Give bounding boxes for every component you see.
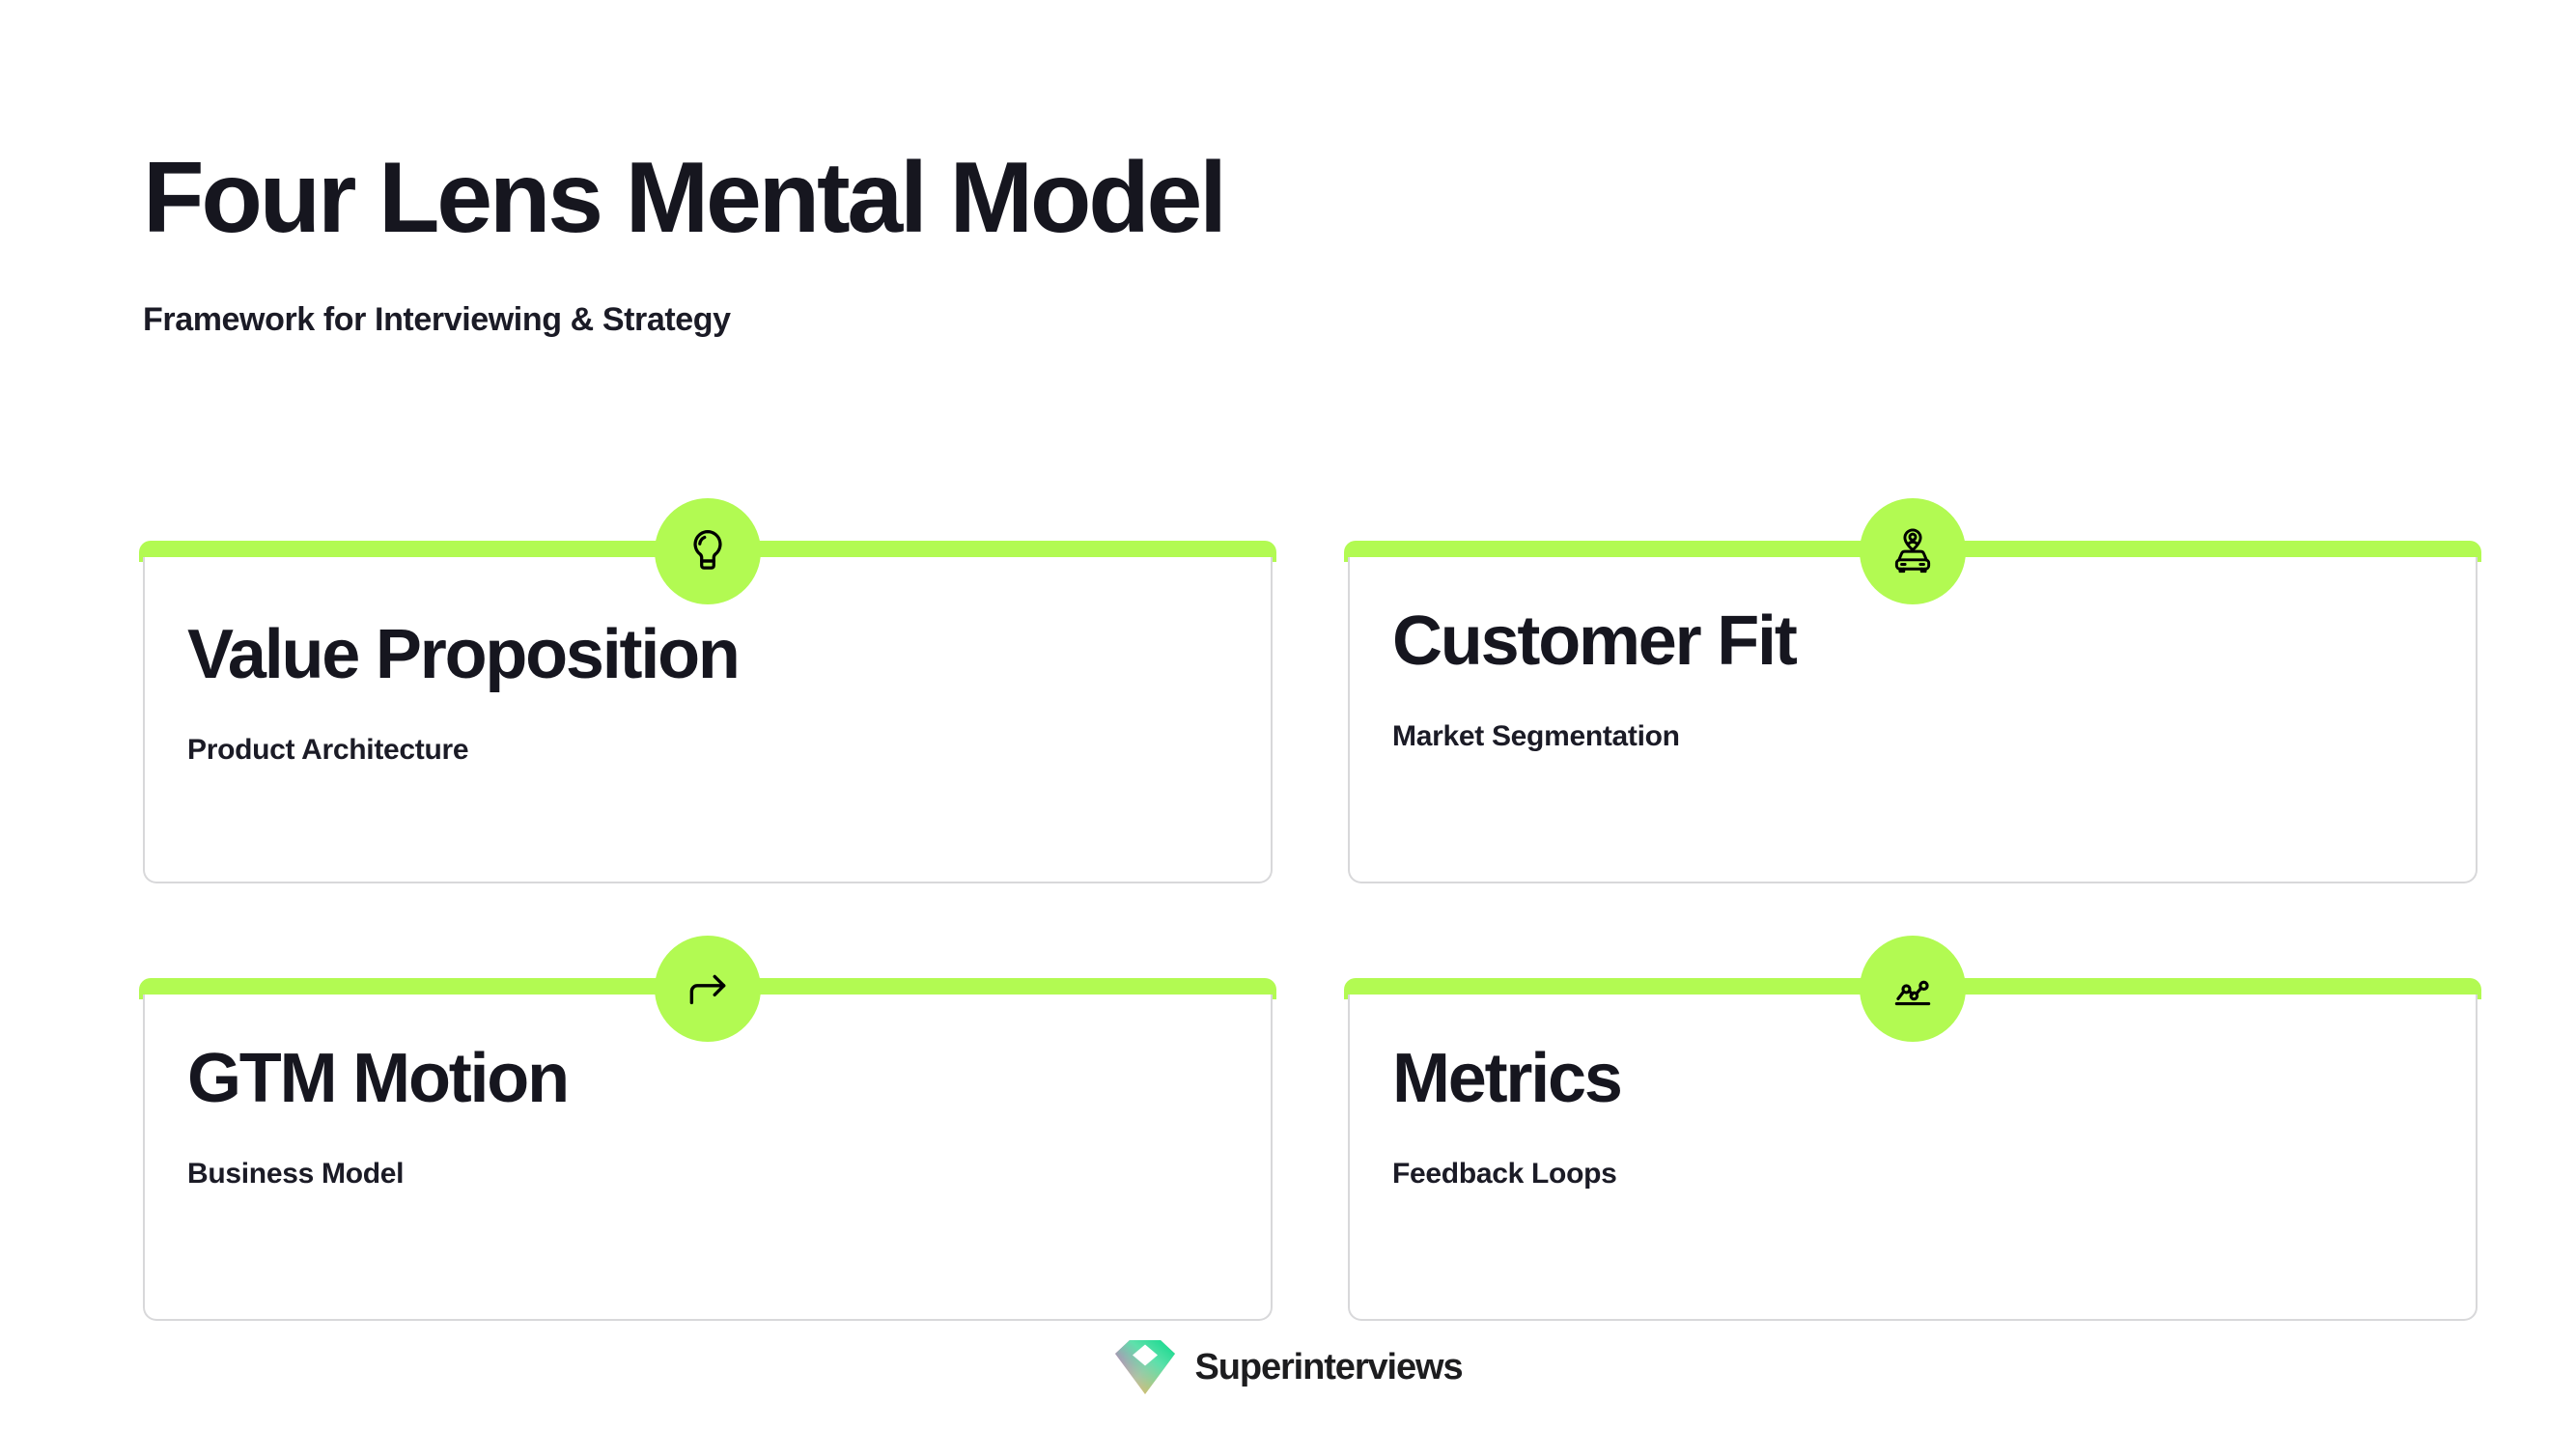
card-text: GTM Motion Business Model xyxy=(187,1044,1234,1191)
card-body xyxy=(143,995,1273,1321)
card-title: Customer Fit xyxy=(1392,602,1798,680)
card-body xyxy=(1348,557,2478,883)
card-customer-fit[interactable]: Customer Fit Market Segmentation xyxy=(1344,498,2481,883)
card-text: Customer Fit Market Segmentation xyxy=(1392,606,2439,753)
card-text: Value Proposition Product Architecture xyxy=(187,620,1234,767)
card-subtitle: Feedback Loops xyxy=(1392,1158,1617,1190)
diamond-gem-icon xyxy=(1115,1340,1176,1394)
card-body xyxy=(143,557,1273,883)
card-subtitle: Market Segmentation xyxy=(1392,720,1680,752)
page-title: Four Lens Mental Model xyxy=(143,142,1227,254)
card-title: Value Proposition xyxy=(187,616,741,693)
corner-up-right-arrow-icon xyxy=(655,936,761,1042)
card-gtm-motion[interactable]: GTM Motion Business Model xyxy=(139,936,1276,1321)
footer-brand: Superinterviews xyxy=(0,1337,2576,1397)
user-location-car-icon xyxy=(1860,498,1966,604)
card-title: Metrics xyxy=(1392,1040,1623,1117)
brand-name: Superinterviews xyxy=(1194,1346,1463,1387)
card-subtitle: Business Model xyxy=(187,1158,405,1190)
line-chart-icon xyxy=(1860,936,1966,1042)
card-title: GTM Motion xyxy=(187,1040,570,1117)
header: Four Lens Mental Model Framework for Int… xyxy=(143,142,1227,339)
card-subtitle: Product Architecture xyxy=(187,734,469,766)
card-body xyxy=(1348,995,2478,1321)
card-value-proposition[interactable]: Value Proposition Product Architecture xyxy=(139,498,1276,883)
card-metrics[interactable]: Metrics Feedback Loops xyxy=(1344,936,2481,1321)
card-grid: Value Proposition Product Architecture xyxy=(139,498,2481,1321)
lightbulb-icon xyxy=(655,498,761,604)
card-text: Metrics Feedback Loops xyxy=(1392,1044,2439,1191)
page-subtitle: Framework for Interviewing & Strategy xyxy=(143,301,731,339)
